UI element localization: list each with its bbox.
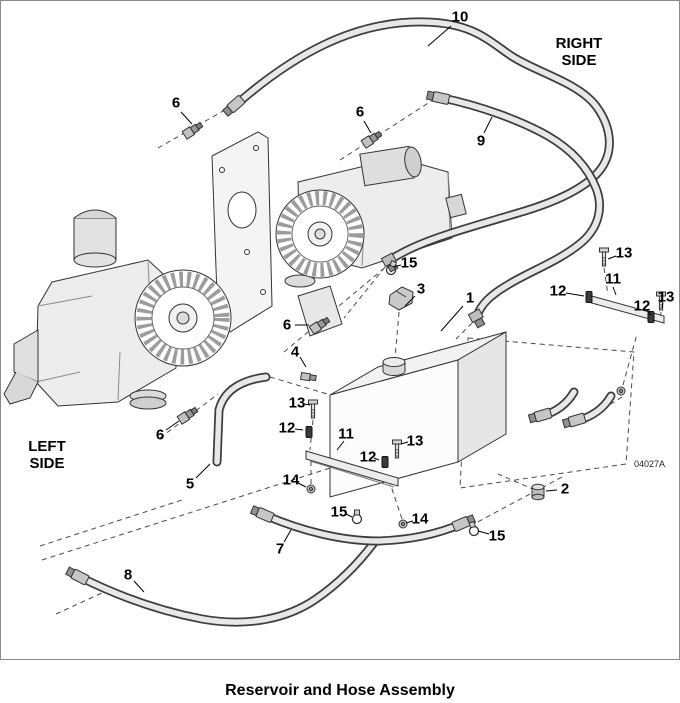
filler-neck [382,357,406,376]
nut-14 [616,386,626,396]
right-wheel-motor [359,145,422,187]
right-cooling-fan [275,189,365,279]
elbow-fitting [467,308,488,330]
fitting-bracket [297,285,343,337]
hose-fitting [249,504,275,524]
spacer-12 [305,426,313,438]
reservoir-cap [388,286,414,311]
tank-fitting [300,371,317,382]
filter-canister [73,209,117,268]
hose-fitting [64,565,90,586]
hydraulic-fittings [176,120,384,425]
hose-fitting [425,89,451,106]
bolt-13 [308,399,318,419]
hose-10 [233,17,614,265]
bolt-13 [656,291,666,311]
spacer-12 [585,291,593,303]
hose-9 [438,93,604,321]
hose-fitting [221,94,246,118]
mounting-plate [211,131,273,333]
right-transaxle [275,145,467,288]
fitting-6 [360,129,384,149]
reservoir-tank [329,331,507,498]
clamp-15 [351,509,363,525]
left-side-label: LEFT SIDE [28,438,66,472]
figure-title: Reservoir and Hose Assembly [225,682,455,699]
nut-14 [398,519,408,529]
left-transaxle [3,209,232,410]
exploded-parts-diagram [3,17,666,627]
fitting-6 [181,120,205,140]
bolt-13 [599,247,609,267]
hose-8 [75,539,378,627]
nut-14 [306,484,316,494]
mounting-strap-bottom [305,450,399,488]
hose-5 [212,372,271,467]
spacer-12 [381,456,389,468]
callout-leader-lines [133,25,664,593]
fitting-6 [176,405,200,425]
clamp-15 [466,520,481,538]
hose-fitting [527,407,553,425]
right-side-label: RIGHT SIDE [555,35,603,69]
drain-plug [531,483,545,501]
hose-7 [262,511,466,546]
drawing-number: 04027A [634,459,666,469]
hose-fitting [561,412,587,430]
left-cooling-fan [134,269,232,367]
